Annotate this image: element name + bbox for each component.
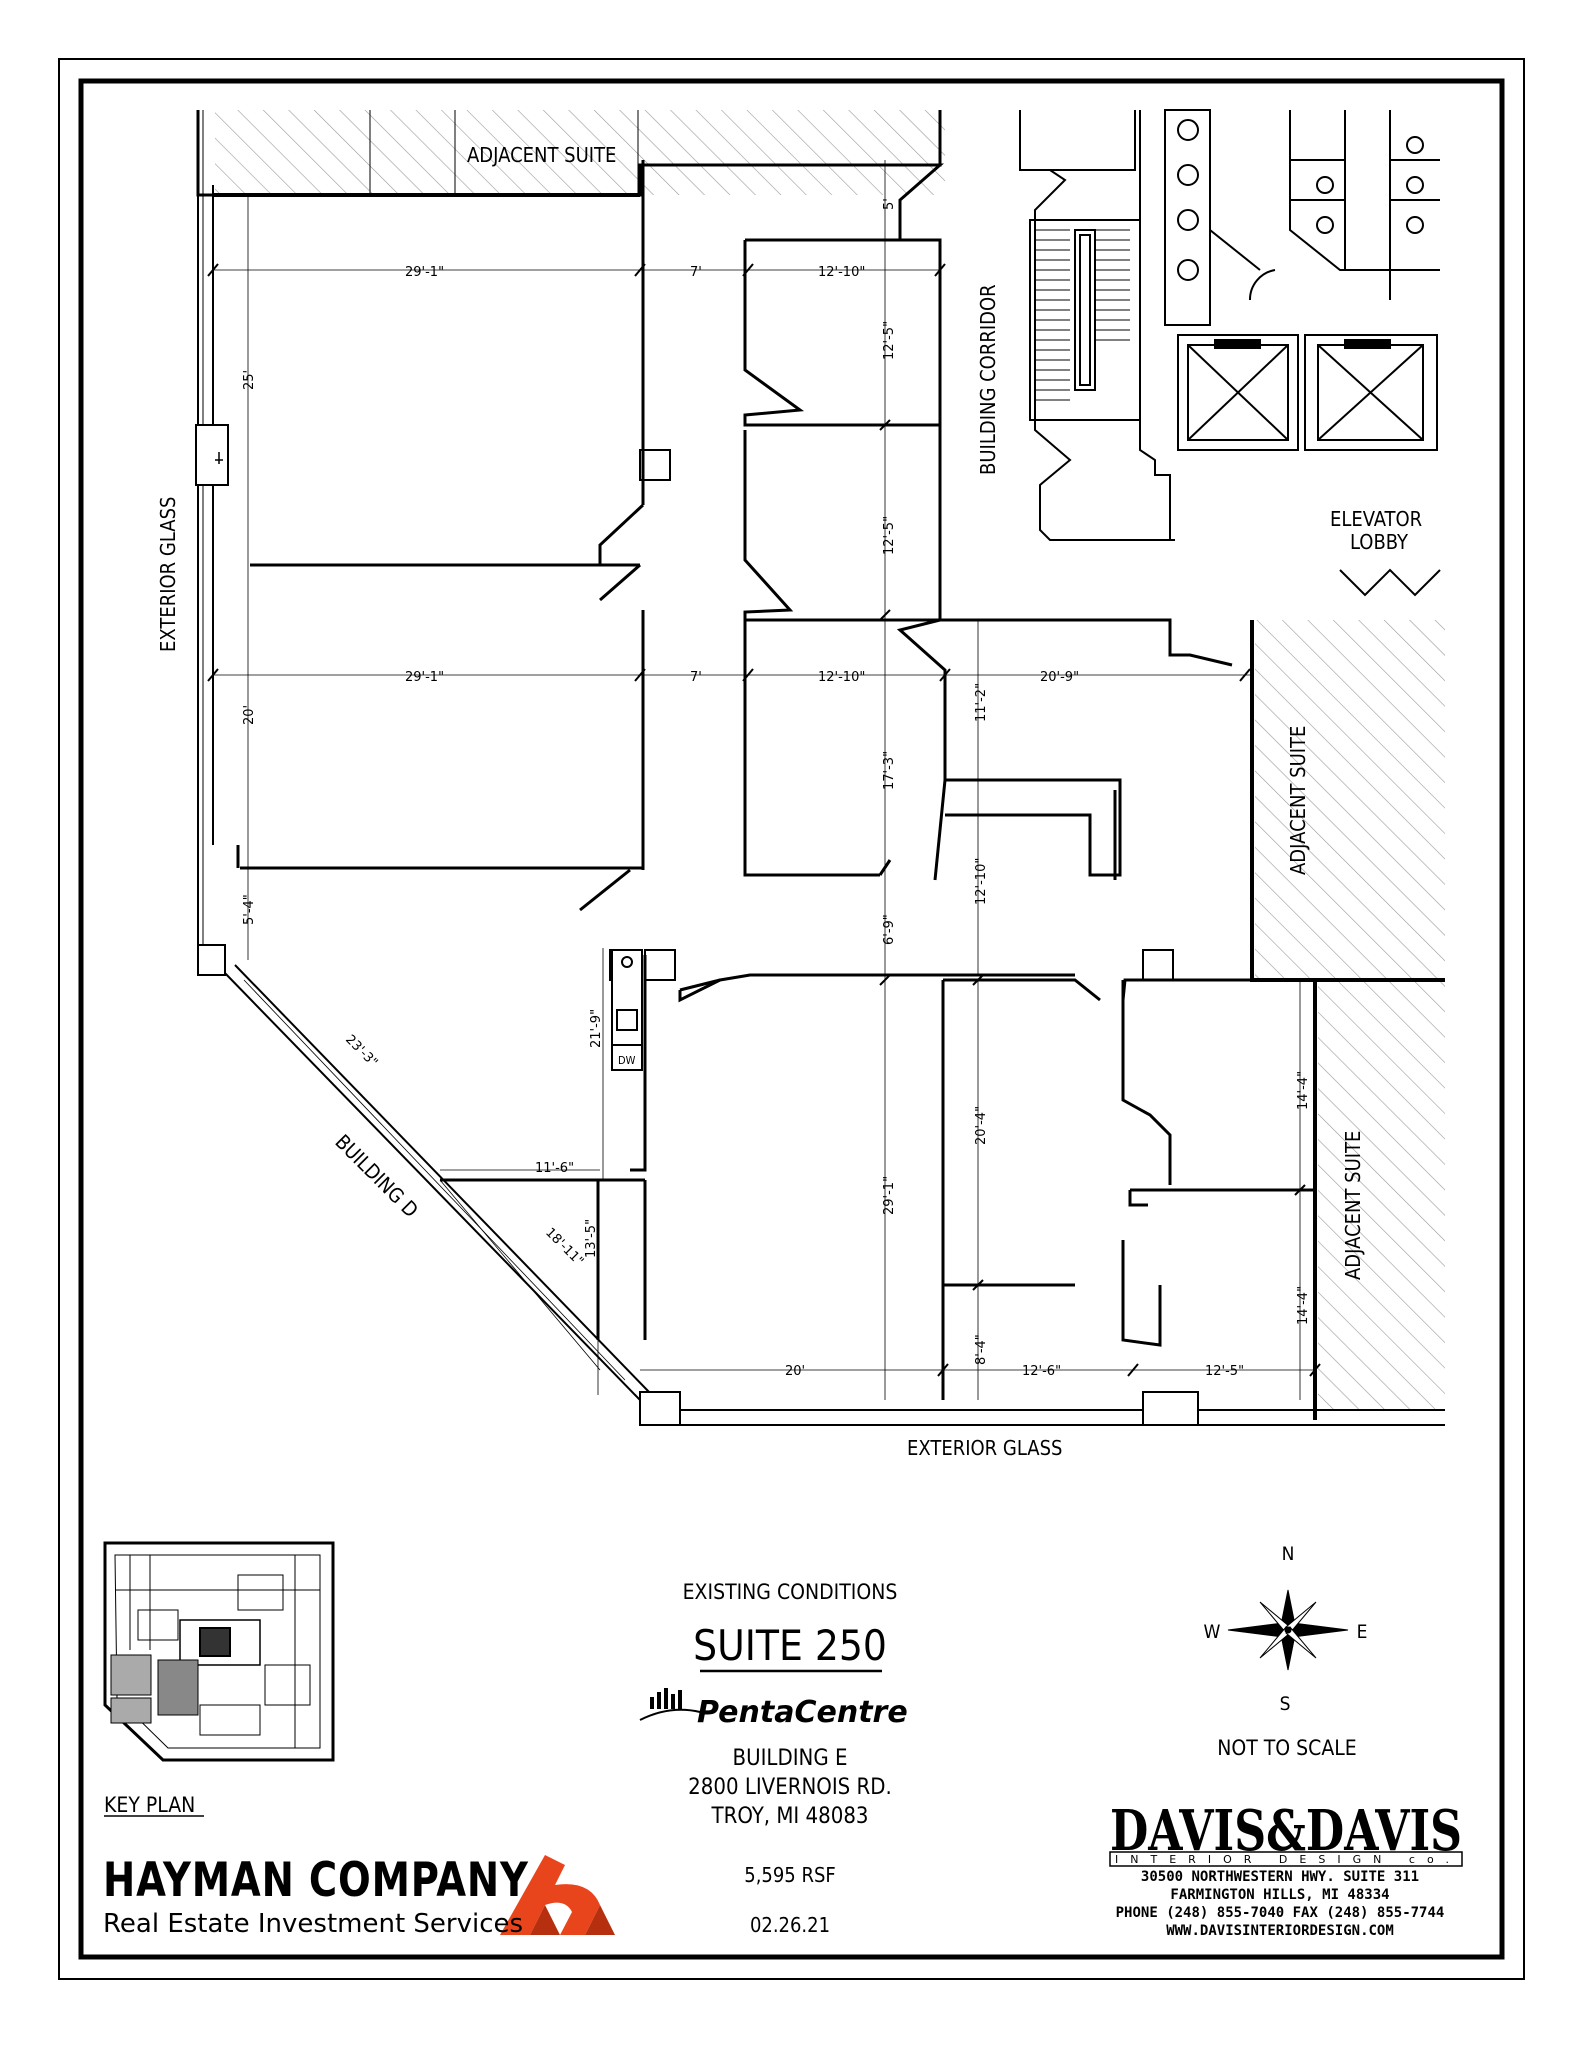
title-block: EXISTING CONDITIONS SUITE 250 BUILDING E… (683, 1580, 898, 1937)
dim: 12'-5" (1205, 1364, 1244, 1379)
compass-n: N (1282, 1543, 1295, 1565)
adjacent-suite-right-lower: ADJACENT SUITE (1341, 1131, 1365, 1280)
davis-logo: DAVIS&DAVIS INTERIOR DESIGN co. (1109, 1798, 1463, 1867)
dimension-ticks (207, 263, 1321, 1377)
dimension-lines (213, 160, 1315, 1400)
interior-walls (236, 160, 1315, 1400)
dim: 12'-5" (882, 321, 897, 360)
dim: 20'-4" (974, 1106, 989, 1145)
exterior-glass-bottom: EXTERIOR GLASS (907, 1436, 1062, 1460)
columns (195, 424, 1199, 1426)
dim: 23'-3" (342, 1032, 380, 1070)
davis-logo-subtext: INTERIOR DESIGN co. (1115, 1853, 1457, 1866)
adjacent-suite-right-upper: ADJACENT SUITE (1286, 726, 1310, 875)
building-corridor-label: BUILDING CORRIDOR (976, 284, 1000, 475)
kitchenette (611, 949, 643, 1071)
pentacentre-bars-icon (639, 1688, 701, 1721)
key-plan (103, 1541, 335, 1762)
dim: 11'-6" (535, 1161, 574, 1176)
dim: 14'-4" (1296, 1286, 1311, 1325)
date-line: 02.26.21 (750, 1913, 830, 1937)
compass-e: E (1357, 1621, 1368, 1643)
compass-w: W (1204, 1621, 1221, 1643)
dim: 11'-2" (974, 683, 989, 722)
dim: 12'-10" (818, 265, 865, 280)
street-line: 2800 LIVERNOIS RD. (688, 1775, 892, 1800)
hayman-company-name: HAYMAN COMPANY (103, 1853, 529, 1908)
davis-address-2: FARMINGTON HILLS, MI 48334 (1170, 1887, 1390, 1903)
dim: 5' (882, 198, 897, 210)
dim: 18'-11" (542, 1225, 586, 1269)
davis-address-block: 30500 NORTHWESTERN HWY. SUITE 311 FARMIN… (1080, 1868, 1480, 1940)
key-plan-label: KEY PLAN (104, 1793, 195, 1817)
dim: 7' (690, 265, 702, 280)
compass-rose-icon (1227, 1589, 1349, 1671)
dim: 6'-9" (882, 914, 897, 945)
dim: 14'-4" (1296, 1071, 1311, 1110)
hatched-areas (215, 110, 1445, 1410)
city-line: TROY, MI 48083 (710, 1804, 868, 1829)
elevator-lobby-line1: ELEVATOR (1330, 507, 1422, 531)
hayman-logo-icon (500, 1855, 615, 1935)
dim: 21'-9" (589, 1009, 604, 1048)
dim: 29'-1" (882, 1176, 897, 1215)
dim: 17'-3" (882, 751, 897, 790)
dim: 20' (785, 1364, 805, 1379)
dim: 29'-1" (405, 670, 444, 685)
area-line: 5,595 RSF (744, 1863, 835, 1887)
dim: 20'-9" (1040, 670, 1079, 685)
compass-letters: N S W E NOT TO SCALE (1204, 1543, 1368, 1760)
dim: 5'-4" (242, 894, 257, 925)
davis-address-1: 30500 NORTHWESTERN HWY. SUITE 311 (1140, 1869, 1420, 1885)
pentacentre-logo: PentaCentre (639, 1688, 908, 1730)
dimension-texts: 5' 29'-1" 7' 12'-10" 25' 12'-5" 12'-5" 2… (242, 198, 1311, 1379)
dim: 20' (242, 705, 257, 725)
building-line: BUILDING E (733, 1746, 848, 1771)
inner-border (78, 78, 1505, 1960)
adjacent-suite-top: ADJACENT SUITE (467, 143, 616, 167)
compass-s: S (1280, 1693, 1291, 1715)
dw-label: DW (618, 1054, 636, 1067)
pentacentre-text: PentaCentre (697, 1695, 908, 1730)
dim: 12'-10" (974, 858, 989, 905)
dim: 12'-5" (882, 516, 897, 555)
dim: 12'-10" (818, 670, 865, 685)
suite-title: SUITE 250 (693, 1621, 887, 1670)
elevator-lobby-line2: LOBBY (1350, 530, 1409, 554)
dim: 8'-4" (974, 1334, 989, 1365)
building-core (1019, 109, 1441, 597)
davis-phone: PHONE (248) 855-7040 FAX (248) 855-7744 (1115, 1905, 1445, 1921)
dim: 12'-6" (1022, 1364, 1061, 1379)
exterior-glass-left: EXTERIOR GLASS (156, 497, 180, 652)
title-heading: EXISTING CONDITIONS (683, 1580, 898, 1604)
dim: 7' (690, 670, 702, 685)
davis-web: WWW.DAVISINTERIORDESIGN.COM (1166, 1923, 1394, 1939)
scale-note: NOT TO SCALE (1217, 1736, 1357, 1760)
dim: 29'-1" (405, 265, 444, 280)
dim: 13'-5" (584, 1219, 599, 1258)
dim: 25' (242, 370, 257, 390)
outer-border (58, 58, 1525, 1980)
hayman-tagline: Real Estate Investment Services (103, 1909, 524, 1939)
